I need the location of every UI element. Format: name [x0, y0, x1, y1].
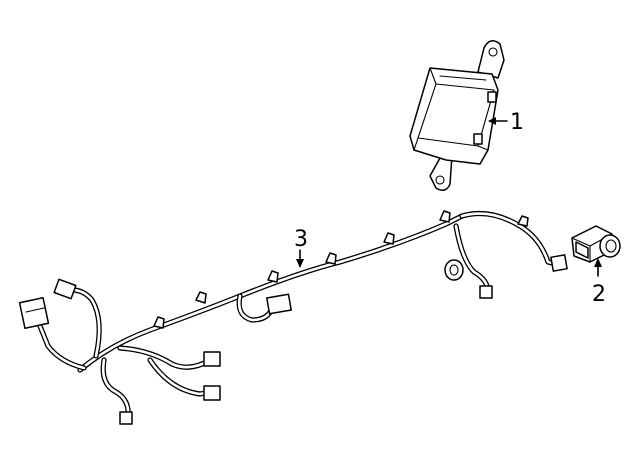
- control-module[interactable]: [409, 40, 505, 191]
- wiring-harness[interactable]: [18, 210, 568, 425]
- callout-1: 1: [510, 110, 524, 135]
- leader-3-arrow: [296, 259, 304, 268]
- callout-2: 2: [592, 282, 606, 307]
- callout-3: 3: [294, 227, 308, 252]
- leader-1-arrow: [488, 117, 496, 125]
- park-sensor[interactable]: [571, 225, 621, 263]
- leader-2-arrow: [594, 258, 602, 267]
